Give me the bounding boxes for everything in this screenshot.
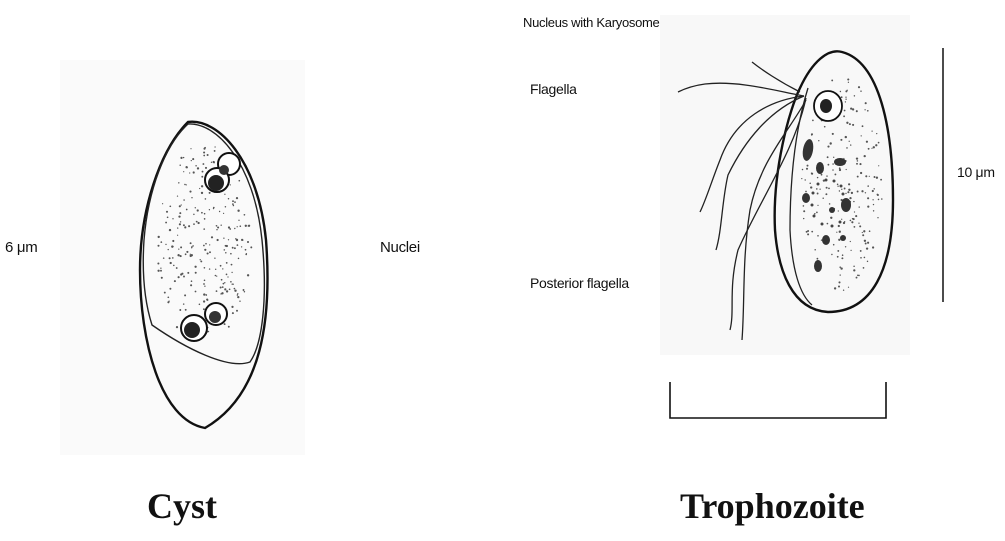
nucleus-karyosome-label: Nucleus with Karyosome: [523, 16, 659, 29]
posterior-flagella-label: Posterior flagella: [530, 276, 629, 290]
trophozoite-scan-background: [660, 15, 910, 355]
trophozoite-caption: Trophozoite: [680, 488, 865, 524]
cyst-scale-label: 6 μm: [5, 240, 37, 255]
flagella-label: Flagella: [530, 82, 577, 96]
cyst-caption: Cyst: [147, 488, 217, 524]
trophozoite-scale-label: 10 μm: [957, 165, 995, 179]
nuclei-label: Nuclei: [380, 240, 420, 255]
trophozoite-nucleus: [814, 91, 842, 121]
horizontal-scale-bracket: [670, 382, 886, 418]
cyst-scan-background: [60, 60, 305, 455]
